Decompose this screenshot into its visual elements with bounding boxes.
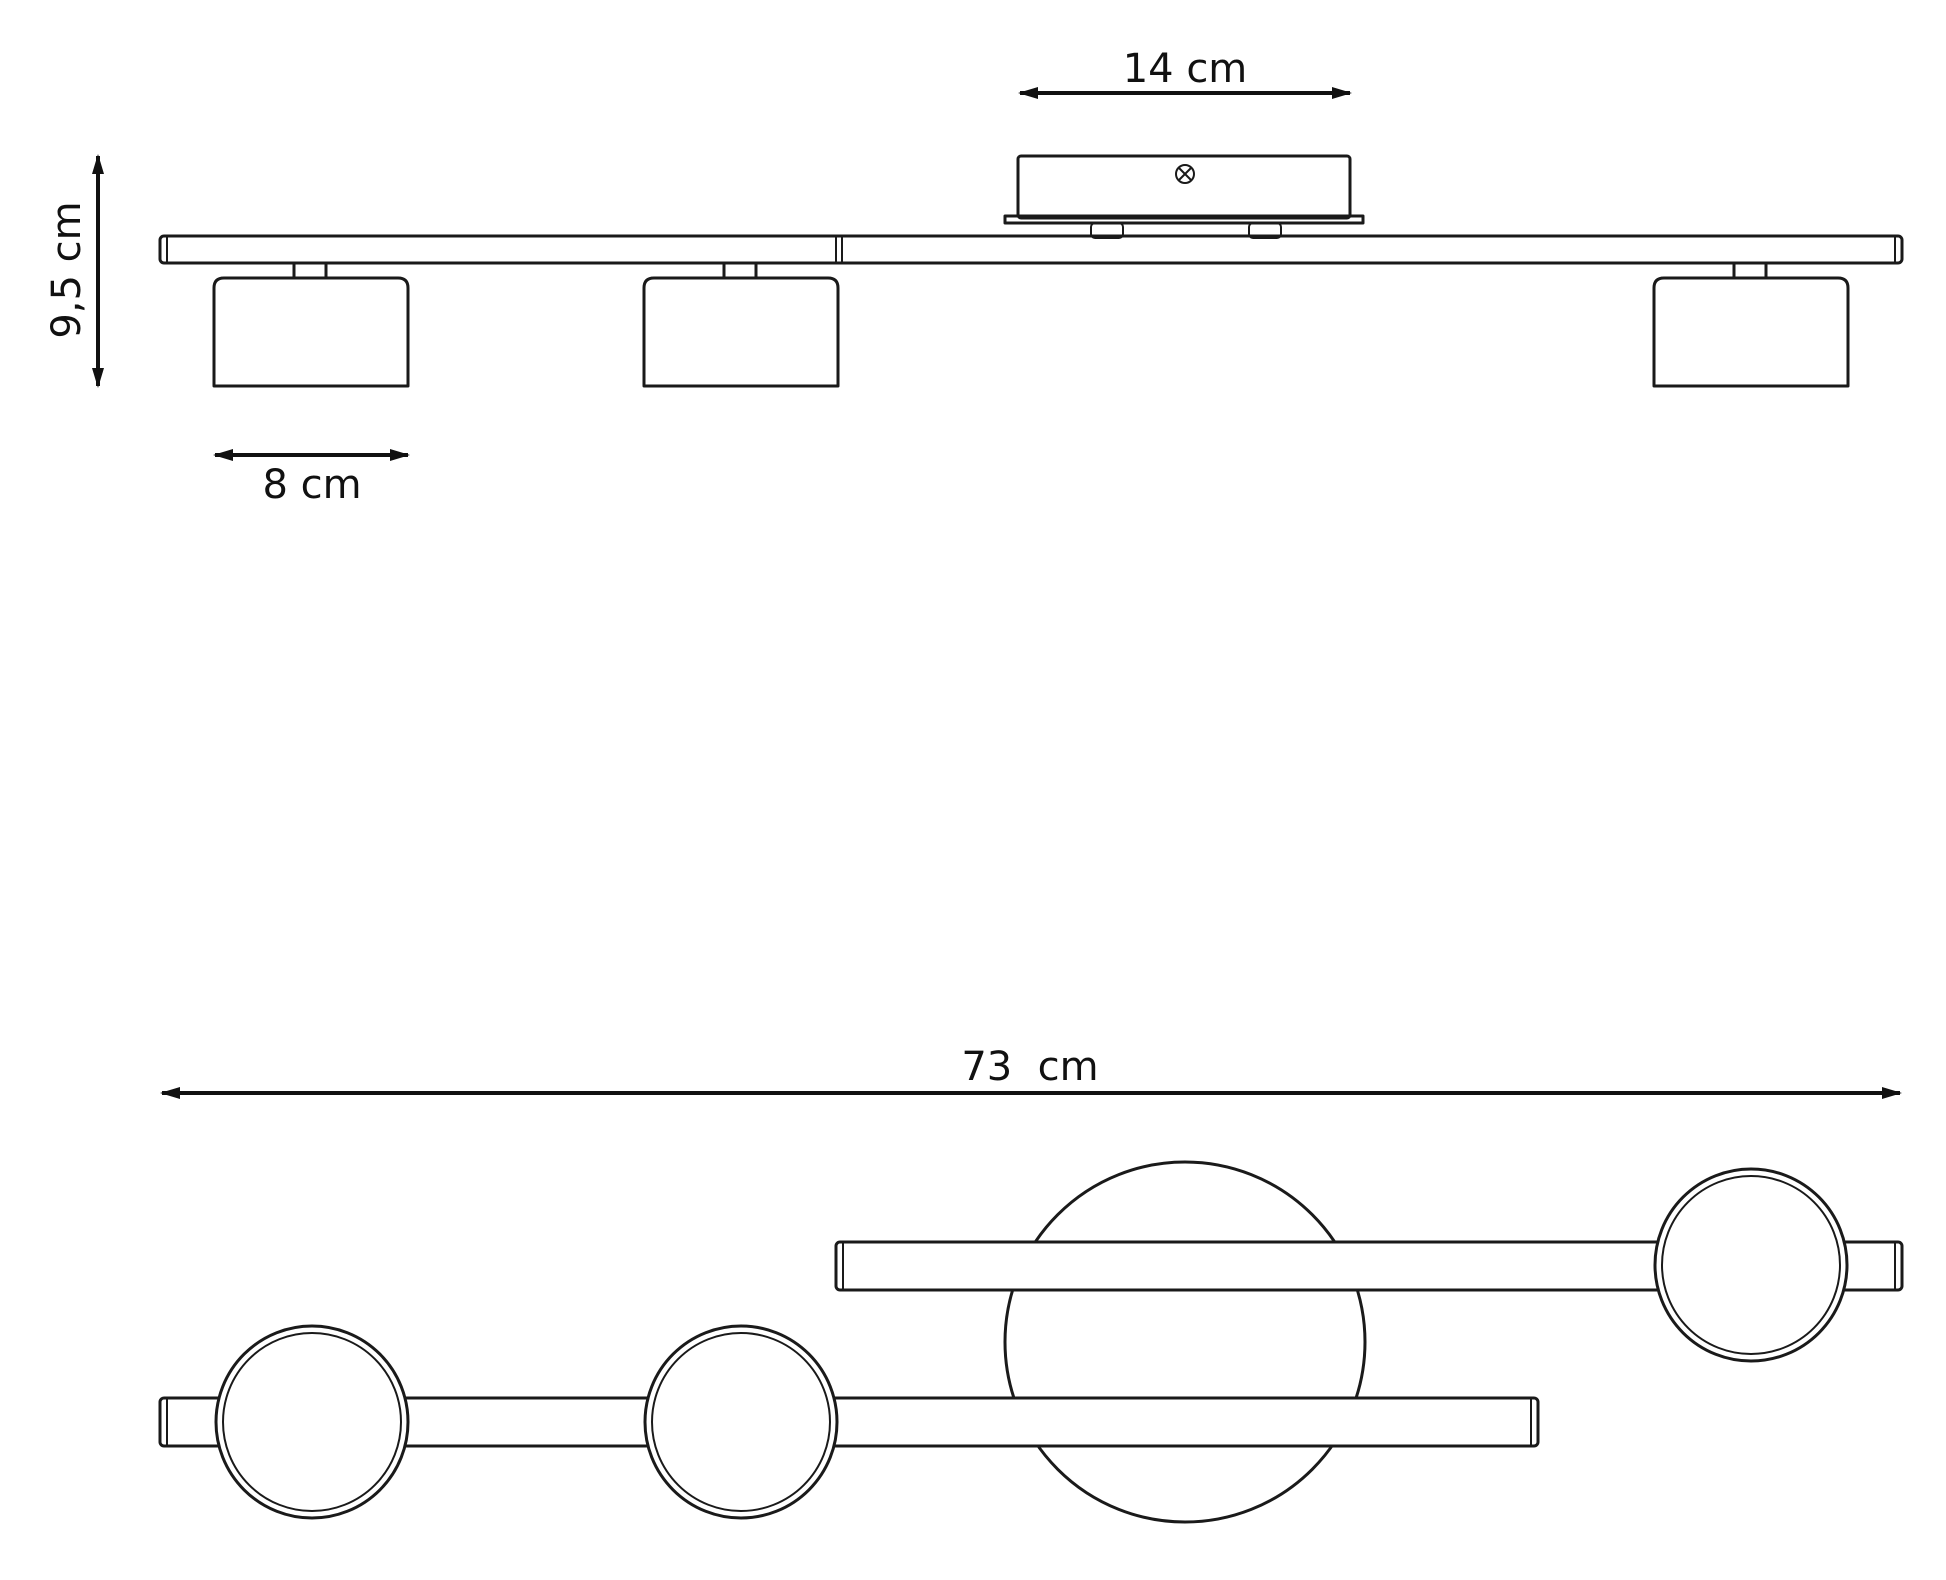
dimension-spot-width: 8 cm [213,449,410,508]
spot-head-side-3 [1652,263,1850,388]
dimension-height: 9,5 cm [44,154,104,388]
spot-width-label: 8 cm [262,462,361,508]
dimension-canopy-width: 14 cm [1018,46,1352,99]
ceiling-canopy [1003,154,1365,239]
top-view: 73 cm [158,1044,1904,1524]
spot-head-side-1 [212,263,410,388]
dimension-overall-length: 73 cm [160,1044,1902,1099]
screw-icon [1175,164,1195,184]
track-bar-side [158,234,1904,265]
track-bar-top-lower [158,1396,1540,1448]
canopy-circle-top [1003,1160,1367,1524]
side-view: 14 cm 9,5 cm 8 cm [44,46,1904,508]
height-label: 9,5 cm [44,201,90,338]
spot-head-side-2 [642,263,840,388]
track-bar-top-upper [834,1240,1904,1292]
spot-head-top-1 [214,1324,410,1520]
spot-head-top-3 [1653,1167,1849,1363]
canopy-width-label: 14 cm [1123,46,1248,92]
spot-head-top-2 [643,1324,839,1520]
overall-length-label: 73 cm [961,1044,1098,1090]
